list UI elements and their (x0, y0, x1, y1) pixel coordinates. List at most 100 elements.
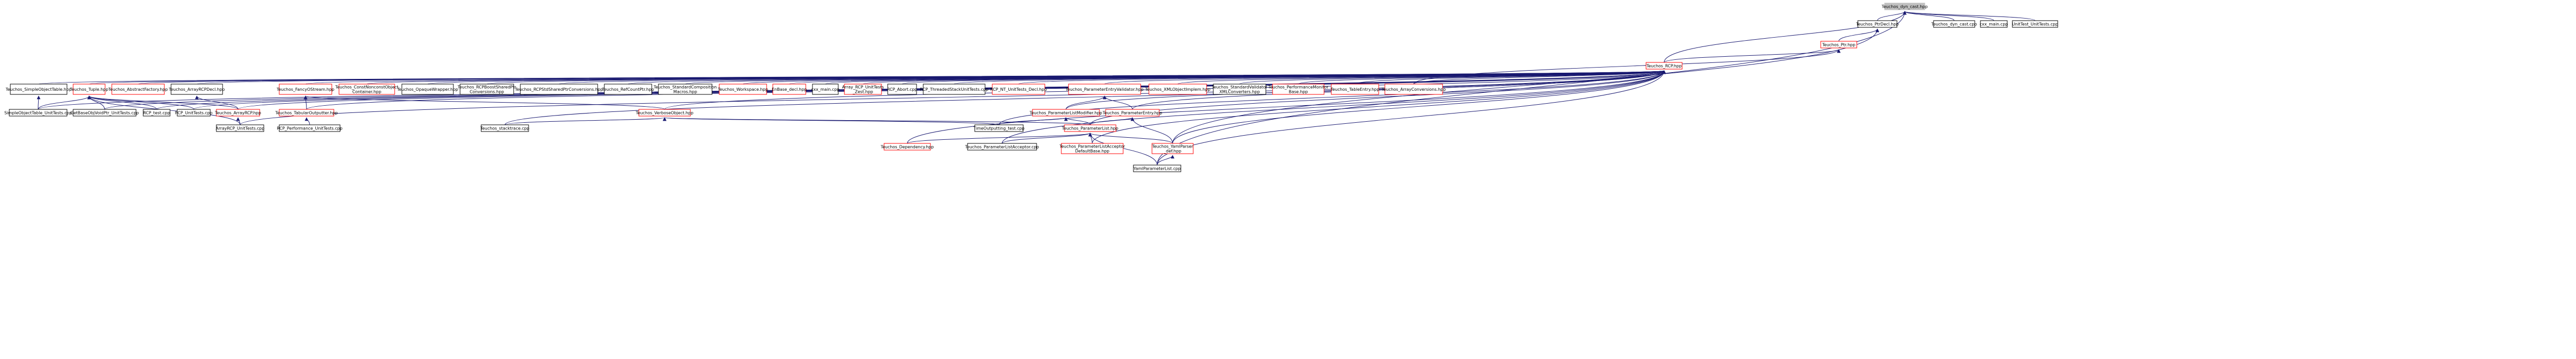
node-yamlparser[interactable]: Teuchos_YamlParser_def.hpp (1151, 143, 1194, 154)
node-dependency[interactable]: Teuchos_Dependency.hpp (880, 143, 934, 151)
node-paramlistacceptordefault-box[interactable] (1061, 143, 1124, 154)
node-workspace[interactable]: Teuchos_Workspace.hpp (717, 84, 768, 95)
node-arrayconversions-box[interactable] (1384, 84, 1443, 95)
node-workspace-box[interactable] (719, 84, 767, 95)
node-parameterentry-box[interactable] (1105, 109, 1160, 117)
node-refcountptr-box[interactable] (604, 84, 652, 95)
node-abstractfactory[interactable]: Teuchos_AbstractFactory.hpp (108, 84, 168, 95)
node-paramentryvalidator-box[interactable] (1068, 84, 1141, 95)
node-array_rcp_nt[interactable]: Array_RCP_UnitTests_Zest.hpp (842, 84, 884, 95)
node-arrayrcp-box[interactable] (216, 109, 260, 117)
node-tuple-box[interactable] (73, 84, 106, 95)
node-dependency-box[interactable] (884, 143, 931, 151)
node-opaquewrapper-box[interactable] (401, 84, 454, 95)
node-paramlistmodifier-box[interactable] (1032, 109, 1100, 117)
node-cxx_main-box[interactable] (1980, 20, 2008, 28)
node-parameterentry[interactable]: Teuchos_ParameterEntry.hpp (1102, 109, 1162, 117)
node-timeoutputting-box[interactable] (974, 124, 1024, 132)
node-paramlistacceptordefault[interactable]: Teuchos_ParameterListAcceptorDefaultBase… (1059, 143, 1125, 154)
node-arrayconversions[interactable]: Teuchos_ArrayConversions.hpp (1381, 84, 1446, 95)
node-yamlparamlist-box[interactable] (1133, 165, 1181, 172)
node-unittest_unittests-box[interactable] (2012, 20, 2058, 28)
node-array_rcp_nt-box[interactable] (844, 84, 882, 95)
node-stdcomposition-box[interactable] (658, 84, 713, 95)
node-perfunittests-box[interactable] (279, 124, 341, 132)
node-verboseobject-box[interactable] (638, 109, 691, 117)
node-rcp-box[interactable] (1646, 62, 1683, 70)
node-root[interactable]: Teuchos_dyn_cast.hpp (1881, 3, 1928, 10)
node-stdvalidatorxml[interactable]: Teuchos_StandardValidatorXMLConverters.h… (1211, 84, 1268, 95)
node-tableentry[interactable]: Teuchos_TableEntry.hpp (1330, 84, 1380, 95)
node-parameterlist[interactable]: Teuchos_ParameterList.hpp (1061, 124, 1118, 132)
node-paramlistmodifier[interactable]: Teuchos_ParameterListModifier.hpp (1029, 109, 1103, 117)
node-paramentryvalidator[interactable]: Teuchos_ParameterEntryValidator.hpp (1065, 84, 1144, 95)
node-rcp_nt-box[interactable] (992, 84, 1045, 95)
node-dyncast_cpp-box[interactable] (1933, 20, 1975, 28)
node-stdvalidatorxml-box[interactable] (1213, 84, 1266, 95)
node-stacktrace-box[interactable] (481, 124, 529, 132)
node-fancyostream-box[interactable] (279, 84, 332, 95)
node-yamlparamlist[interactable]: YamlParameterList.cpp (1133, 165, 1181, 172)
node-unittest_unittests[interactable]: UnitTest_UnitTests.cpp (2012, 20, 2058, 28)
node-timeoutputting[interactable]: TimeOutputting_test.cpp (973, 124, 1025, 132)
node-rcp_threaded-box[interactable] (923, 84, 986, 95)
node-arrayrcp[interactable]: Teuchos_ArrayRCP.hpp (214, 109, 261, 117)
node-perfunittests[interactable]: RCP_Performance_UnitTests.cpp (277, 124, 343, 132)
node-cxx_main2-box[interactable] (812, 84, 839, 95)
node-rcpstdshared-box[interactable] (520, 84, 598, 95)
node-tableentry-box[interactable] (1331, 84, 1379, 95)
node-cxx_main2[interactable]: cxx_main.cpp (811, 84, 840, 95)
node-rcp_unittests[interactable]: RCP_UnitTests.cpp (175, 109, 213, 117)
node-simpleobjtable_ut[interactable]: SimpleObjectTable_UnitTests.cpp (4, 109, 72, 117)
node-paramlistacceptor[interactable]: Teuchos_ParameterListAcceptor.cpp (964, 143, 1039, 151)
node-arrayrcpdecl-box[interactable] (171, 84, 223, 95)
node-enbase[interactable]: EnBase_decl.hpp (772, 84, 807, 95)
node-rcp_nt[interactable]: RCP_NT_UnitTests_Decl.hpp (990, 84, 1047, 95)
node-rcp[interactable]: Teuchos_RCP.hpp (1646, 62, 1683, 70)
node-rcp_abort-box[interactable] (887, 84, 917, 95)
node-dyncast_cpp[interactable]: Teuchos_dyn_cast.cpp (1931, 20, 1977, 28)
node-rcp_unittests-box[interactable] (177, 109, 211, 117)
node-refcountptr[interactable]: Teuchos_RefCountPtr.hpp (601, 84, 654, 95)
node-paramlistacceptor-box[interactable] (967, 143, 1037, 151)
node-rcp_abort[interactable]: RCP_Abort.cpp (887, 84, 918, 95)
node-yamlparser-box[interactable] (1151, 143, 1194, 154)
node-arrayrcpdecl[interactable]: Teuchos_ArrayRCPDecl.hpp (168, 84, 225, 95)
node-enbase-box[interactable] (772, 84, 806, 95)
node-fancyostream[interactable]: Teuchos_FancyOStream.hpp (276, 84, 334, 95)
node-rcpboost-box[interactable] (460, 84, 514, 95)
node-simpleobjtable_ut-box[interactable] (9, 109, 67, 117)
node-rcp_threaded[interactable]: RCP_ThreadedStackUnitTests.cpp (920, 84, 989, 95)
node-tuple[interactable]: Teuchos_Tuple.hpp (70, 84, 109, 95)
node-xmlobjectrep[interactable]: Teuchos_XMLObjectImplem.hpp (1145, 84, 1211, 95)
node-root-box[interactable] (1884, 3, 1925, 10)
node-stacktrace[interactable]: Teuchos_stacktrace.cpp (480, 124, 530, 132)
node-rcpstdshared[interactable]: Teuchos_RCPStdSharedPtrConversions.hpp (514, 84, 603, 95)
node-opaquewrapper[interactable]: Teuchos_OpaqueWrapper.hpp (397, 84, 459, 95)
node-verboseobject[interactable]: Teuchos_VerboseObject.hpp (635, 109, 693, 117)
node-tabularoutputter-box[interactable] (279, 109, 334, 117)
node-parameterlist-box[interactable] (1064, 124, 1116, 132)
node-ptr[interactable]: Teuchos_Ptr.hpp (1820, 41, 1857, 48)
node-simpleobjecttable[interactable]: Teuchos_SimpleObjectTable.hpp (5, 84, 72, 95)
node-tabularoutputter[interactable]: Teuchos_TabularOutputter.hpp (275, 109, 338, 117)
node-perfmonitorbase-box[interactable] (1272, 84, 1325, 95)
node-arrayrcp_ut-box[interactable] (216, 124, 264, 132)
node-abstractfactory-box[interactable] (111, 84, 165, 95)
node-rcp_test[interactable]: RCP_test.cpp (143, 109, 171, 117)
node-cxx_main[interactable]: cxx_main.cpp (1980, 20, 2008, 28)
node-ptr-box[interactable] (1820, 41, 1857, 48)
node-ptrdecl[interactable]: Teuchos_PtrDecl.hpp (1856, 20, 1899, 28)
node-xmlobjectrep-box[interactable] (1148, 84, 1207, 95)
node-simpleobjecttable-box[interactable] (10, 84, 67, 95)
node-ptrdecl-box[interactable] (1857, 20, 1897, 28)
node-arrayrcp_ut[interactable]: ArrayRCP_UnitTests.cpp (216, 124, 264, 132)
node-getbaseobjvoidptr-box[interactable] (73, 109, 137, 117)
node-rcp_test-box[interactable] (143, 109, 171, 117)
node-getbaseobjvoidptr[interactable]: GetBaseObjVoidPtr_UnitTests.cpp (71, 109, 139, 117)
node-constnonconst-box[interactable] (338, 84, 395, 95)
